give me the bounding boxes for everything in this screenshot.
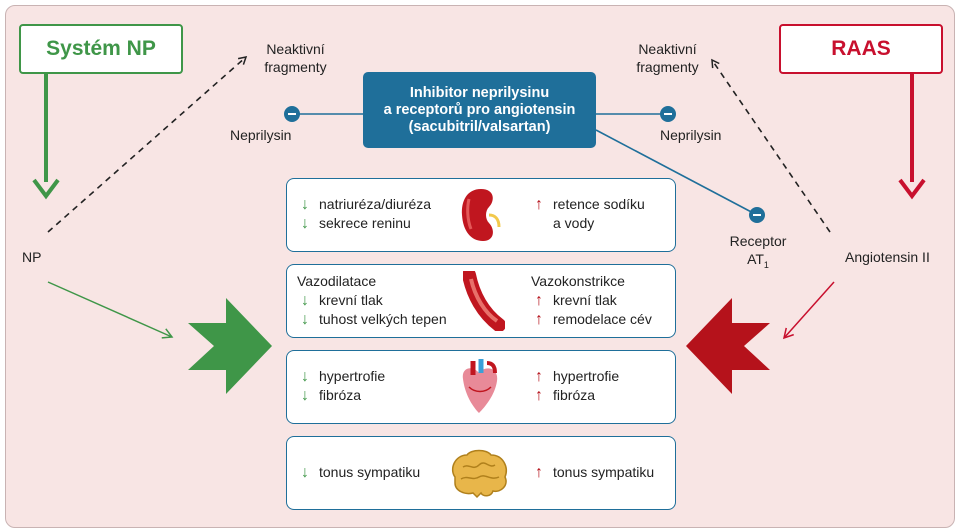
inhibitor-line-2: a receptorů pro angiotensin bbox=[383, 101, 576, 118]
down-arrow-icon: ↓ bbox=[301, 464, 309, 481]
heart-left-row-1: ↓ hypertrofie bbox=[297, 367, 385, 386]
neprilysin-right-label: Neprilysin bbox=[660, 127, 722, 143]
kidney-left-row-2: ↓ sekrece reninu bbox=[297, 214, 431, 233]
brain-right-1: tonus sympatiku bbox=[553, 464, 655, 480]
neprilysin-left-inhibition-icon bbox=[284, 106, 300, 122]
inhibitor-line-1: Inhibitor neprilysinu bbox=[409, 84, 550, 101]
vessel-left-row-1: ↓ krevní tlak bbox=[297, 291, 447, 310]
heart-left-row-2: ↓ fibróza bbox=[297, 386, 385, 405]
down-arrow-icon: ↓ bbox=[301, 196, 309, 213]
inhibitor-line-3: (sacubitril/valsartan) bbox=[408, 118, 551, 135]
blood-vessel-icon bbox=[463, 271, 505, 331]
np-big-arrow-icon bbox=[188, 298, 272, 394]
brain-icon bbox=[451, 449, 507, 499]
angiotensin-effect-arrow bbox=[782, 281, 835, 340]
up-arrow-icon: ↑ bbox=[535, 368, 543, 385]
kidney-right-row-1: ↑ retence sodíku bbox=[531, 195, 645, 214]
np-system-box: Systém NP bbox=[19, 24, 183, 74]
receptor-inhibition-icon bbox=[749, 207, 765, 223]
brain-left-row-1: ↓ tonus sympatiku bbox=[297, 463, 420, 482]
inactive-right-line-1: Neaktivní bbox=[638, 41, 697, 57]
vessel-right-row-1: ↑ krevní tlak bbox=[531, 291, 652, 310]
receptor-text: Receptor bbox=[729, 233, 787, 249]
kidney-right-1: retence sodíku bbox=[553, 196, 645, 212]
receptor-at: AT bbox=[747, 251, 764, 267]
raas-system-box: RAAS bbox=[779, 24, 943, 74]
up-arrow-icon: ↑ bbox=[535, 311, 543, 328]
kidney-left-row-1: ↓ natriuréza/diuréza bbox=[297, 195, 431, 214]
heart-left-2: fibróza bbox=[319, 387, 362, 403]
receptor-at1: AT1 bbox=[722, 250, 794, 274]
brain-left-1: tonus sympatiku bbox=[319, 464, 421, 480]
vasoconstriction-title: Vazokonstrikce bbox=[531, 273, 625, 289]
heart-left-1: hypertrofie bbox=[319, 368, 386, 384]
np-label: NP bbox=[22, 249, 42, 265]
inactive-right-line-2: fragmenty bbox=[636, 59, 699, 75]
vessel-panel: Vazodilatace ↓ krevní tlak ↓ tuhost velkýc… bbox=[286, 264, 676, 338]
kidney-panel: ↓ natriuréza/diuréza ↓ sekrece reninu ↑ ret… bbox=[286, 178, 676, 252]
heart-right-1: hypertrofie bbox=[553, 368, 620, 384]
raas-big-arrow-icon bbox=[686, 298, 770, 394]
vessel-left-2: tuhost velkých tepen bbox=[319, 311, 447, 327]
inactive-fragments-right: Neaktivní fragmenty bbox=[620, 40, 715, 76]
np-effect-arrow bbox=[47, 281, 174, 339]
neprilysin-right-inhibition-icon bbox=[660, 106, 676, 122]
brain-right-row-1: ↑ tonus sympatiku bbox=[531, 463, 654, 482]
receptor-label: Receptor AT1 bbox=[722, 232, 794, 274]
kidney-right-2: a vody bbox=[553, 215, 595, 231]
up-arrow-icon: ↑ bbox=[535, 464, 543, 481]
heart-right-row-1: ↑ hypertrofie bbox=[531, 367, 619, 386]
vessel-left-row-2: ↓ tuhost velkých tepen bbox=[297, 310, 447, 329]
neprilysin-left-label: Neprilysin bbox=[230, 127, 292, 143]
raas-system-title: RAAS bbox=[831, 37, 891, 60]
angiotensin-label: Angiotensin II bbox=[845, 249, 930, 265]
heart-panel: ↓ hypertrofie ↓ fibróza ↑ hypertrofie ↑ fibr… bbox=[286, 350, 676, 424]
np-degradation-arrow bbox=[47, 55, 248, 233]
heart-right-row-2: ↑ fibróza bbox=[531, 386, 619, 405]
heart-right-2: fibróza bbox=[553, 387, 596, 403]
kidney-right-row-2: a vody bbox=[531, 214, 645, 233]
down-arrow-icon: ↓ bbox=[301, 215, 309, 232]
up-arrow-icon: ↑ bbox=[535, 387, 543, 404]
vessel-right-1: krevní tlak bbox=[553, 292, 617, 308]
heart-icon bbox=[462, 359, 498, 413]
receptor-index: 1 bbox=[763, 259, 769, 270]
inactive-fragments-left: Neaktivní fragmenty bbox=[248, 40, 343, 76]
vessel-left-1: krevní tlak bbox=[319, 292, 383, 308]
brain-panel: ↓ tonus sympatiku ↑ tonus sympatiku bbox=[286, 436, 676, 510]
down-arrow-icon: ↓ bbox=[301, 368, 309, 385]
vessel-right-row-2: ↑ remodelace cév bbox=[531, 310, 652, 329]
kidney-icon bbox=[461, 189, 501, 241]
down-arrow-icon: ↓ bbox=[301, 387, 309, 404]
inactive-left-line-2: fragmenty bbox=[264, 59, 327, 75]
up-arrow-icon: ↑ bbox=[535, 292, 543, 309]
down-arrow-icon: ↓ bbox=[301, 311, 309, 328]
np-system-title: Systém NP bbox=[46, 37, 156, 60]
vessel-right-2: remodelace cév bbox=[553, 311, 652, 327]
kidney-left-2: sekrece reninu bbox=[319, 215, 411, 231]
np-system-arrow bbox=[32, 72, 60, 200]
inhibitor-box: Inhibitor neprilysinu a receptorů pro an… bbox=[363, 72, 596, 148]
down-arrow-icon: ↓ bbox=[301, 292, 309, 309]
up-arrow-icon: ↑ bbox=[535, 196, 543, 213]
kidney-left-1: natriuréza/diuréza bbox=[319, 196, 432, 212]
angiotensin-degradation-arrow bbox=[711, 58, 831, 233]
raas-system-arrow bbox=[898, 72, 926, 200]
vasodilation-title: Vazodilatace bbox=[297, 273, 377, 289]
inactive-left-line-1: Neaktivní bbox=[266, 41, 325, 57]
